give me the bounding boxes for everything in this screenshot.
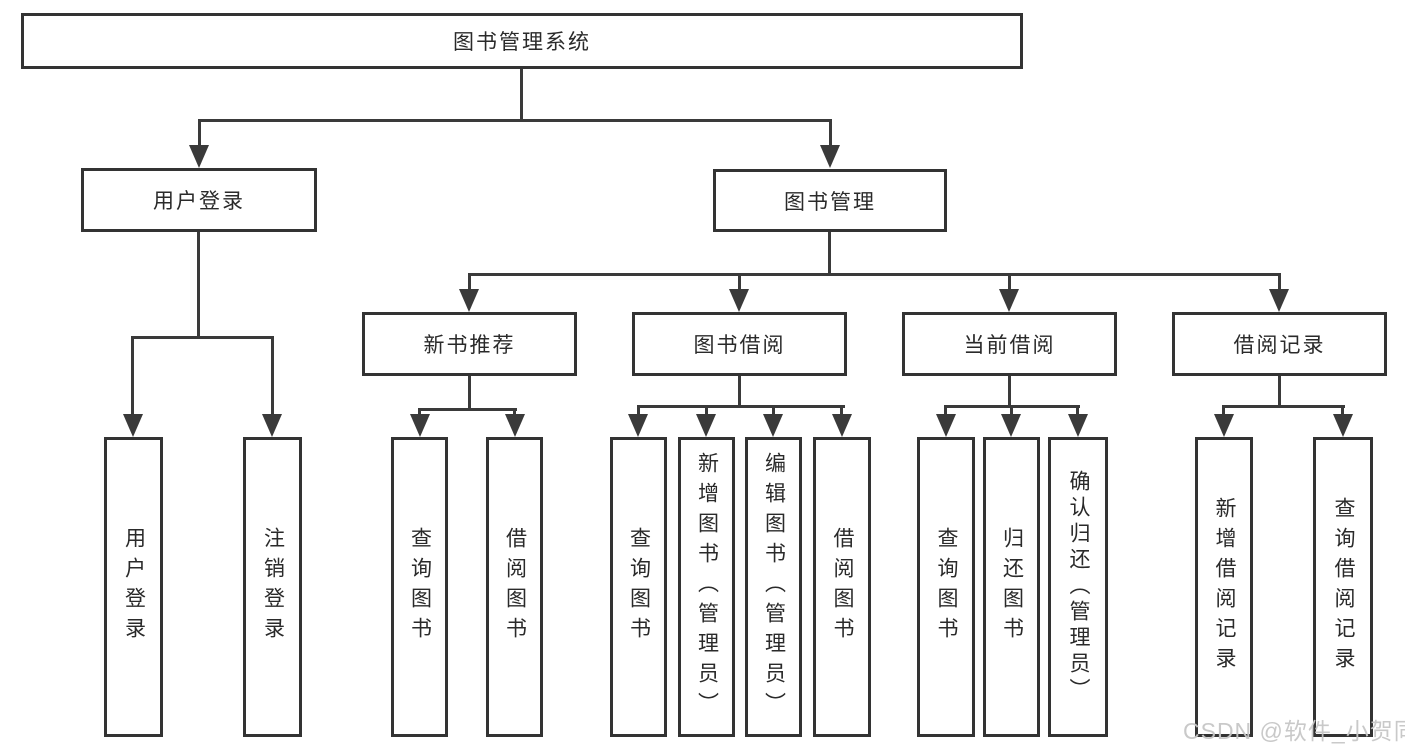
connector-stem-leaf-user-login [131,339,134,417]
connector-stem-current-borrow [1008,276,1011,292]
arrowhead-query-book-3 [936,414,956,437]
arrowhead-borrow-book-2 [832,414,852,437]
leaf-edit-book-admin: 编辑图书（管理员） [745,437,802,737]
leaf-query-book-current-label: 查询图书 [935,527,958,647]
connector-root-vertical [520,69,523,121]
arrowhead-query-record [1333,414,1353,437]
arrowhead-book-management [820,145,840,168]
node-user-login: 用户登录 [81,168,317,232]
node-new-book-recommend: 新书推荐 [362,312,577,376]
arrowhead-borrow-book-1 [505,414,525,437]
connector-stem-edit-book [772,408,775,417]
node-book-management: 图书管理 [713,169,947,232]
connector-stem-borrow-record [1278,276,1281,292]
connector-book-management-vertical [828,232,831,273]
leaf-logout-login-label: 注销登录 [261,527,285,647]
leaf-query-borrow-record: 查询借阅记录 [1313,437,1373,737]
connector-stem-book-borrow [738,276,741,292]
leaf-borrow-book-borrow-label: 借阅图书 [831,527,854,647]
arrowhead-user-login [189,145,209,168]
connector-stem-borrow-book-2 [840,408,843,417]
leaf-query-book-borrow-label: 查询图书 [627,527,651,647]
arrowhead-current-borrow [999,289,1019,312]
connector-stem-add-record [1222,408,1225,417]
arrowhead-leaf-user-login [123,414,143,437]
arrowhead-new-book [459,289,479,312]
connector-current-borrow-vertical [1008,376,1011,405]
node-root-label: 图书管理系统 [453,31,591,54]
connector-book-borrow-vertical [738,376,741,405]
leaf-query-book-newbook-label: 查询图书 [408,527,432,647]
connector-stem-new-book [468,276,471,292]
connector-new-book-horizontal [418,408,517,411]
node-borrow-record-label: 借阅记录 [1233,334,1326,357]
connector-stem-leaf-logout [271,339,274,417]
connector-borrow-record-horizontal [1222,405,1345,408]
node-current-borrow: 当前借阅 [902,312,1117,376]
connector-stem-user-login [198,122,201,149]
node-new-book-recommend-label: 新书推荐 [423,334,516,357]
arrowhead-confirm-return [1068,414,1088,437]
connector-user-login-vertical [197,232,200,336]
node-book-borrow-label: 图书借阅 [693,334,786,357]
leaf-borrow-book-borrow: 借阅图书 [813,437,871,737]
node-current-borrow-label: 当前借阅 [963,334,1056,357]
arrowhead-borrow-record [1269,289,1289,312]
connector-book-management-horizontal [468,273,1281,276]
leaf-query-borrow-record-label: 查询借阅记录 [1332,497,1355,677]
leaf-borrow-book-newbook-label: 借阅图书 [503,527,527,647]
leaf-query-book-borrow: 查询图书 [610,437,667,737]
leaf-user-login: 用户登录 [104,437,163,737]
leaf-add-book-admin-label: 新增图书（管理员） [695,452,719,722]
leaf-return-book-label: 归还图书 [1000,527,1024,647]
connector-root-horizontal [198,119,832,122]
leaf-logout-login: 注销登录 [243,437,302,737]
arrowhead-query-book-1 [410,414,430,437]
leaf-query-book-newbook: 查询图书 [391,437,448,737]
connector-current-borrow-horizontal [944,405,1080,408]
connector-stem-query-record [1341,408,1344,417]
arrowhead-return-book [1001,414,1021,437]
arrowhead-add-book [696,414,716,437]
leaf-borrow-book-newbook: 借阅图书 [486,437,543,737]
connector-stem-book-management [829,122,832,149]
arrowhead-edit-book [763,414,783,437]
node-borrow-record: 借阅记录 [1172,312,1387,376]
connector-borrow-record-vertical [1278,376,1281,405]
leaf-user-login-label: 用户登录 [122,527,146,647]
leaf-add-book-admin: 新增图书（管理员） [678,437,735,737]
arrowhead-add-record [1214,414,1234,437]
node-user-login-label: 用户登录 [153,190,245,213]
leaf-confirm-return-admin-label: 确认归还（管理员） [1067,470,1090,704]
leaf-edit-book-admin-label: 编辑图书（管理员） [762,452,786,722]
arrowhead-book-borrow [729,289,749,312]
leaf-return-book: 归还图书 [983,437,1040,737]
connector-stem-confirm-return [1076,408,1079,417]
leaf-query-book-current: 查询图书 [917,437,975,737]
connector-stem-query-book-2 [637,408,640,417]
leaf-add-borrow-record: 新增借阅记录 [1195,437,1253,737]
csdn-watermark: CSDN @软件_小贺同学 [1183,718,1405,744]
node-root: 图书管理系统 [21,13,1023,69]
connector-stem-add-book [705,408,708,417]
connector-stem-return-book [1010,408,1013,417]
leaf-add-borrow-record-label: 新增借阅记录 [1213,497,1236,677]
node-book-management-label: 图书管理 [784,190,876,214]
node-book-borrow: 图书借阅 [632,312,847,376]
connector-book-borrow-horizontal [637,405,845,408]
leaf-confirm-return-admin: 确认归还（管理员） [1048,437,1108,737]
connector-new-book-vertical [468,376,471,408]
arrowhead-query-book-2 [628,414,648,437]
connector-user-login-horizontal [131,336,274,339]
connector-stem-query-book-3 [944,408,947,417]
arrowhead-leaf-logout [262,414,282,437]
